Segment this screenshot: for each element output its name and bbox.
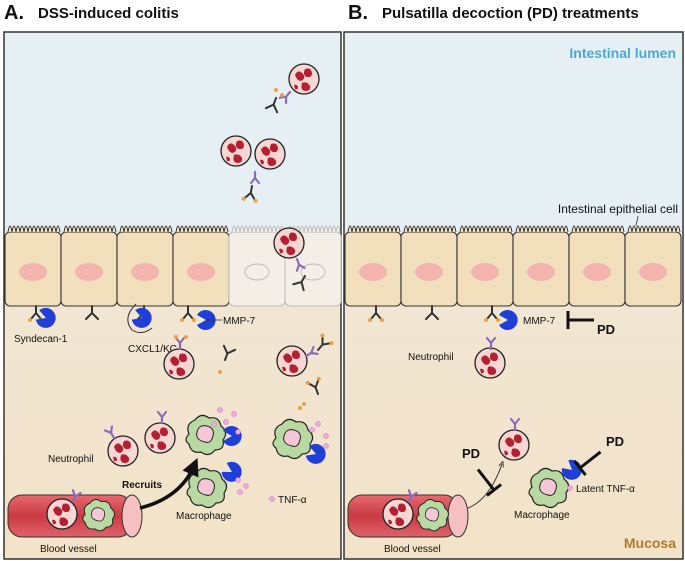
epithelial-cell-label: Intestinal epithelial cell (558, 202, 678, 216)
panel-b-blood-vessel (347, 489, 469, 538)
lumen-label: Intestinal lumen (569, 45, 676, 61)
recruits-label: Recruits (122, 480, 162, 491)
mucosa-label: Mucosa (624, 535, 676, 551)
panel-a-basal-receptors (27, 303, 222, 334)
macrophage-label-a: Macrophage (176, 511, 232, 522)
panel-b-epithelium (344, 225, 682, 307)
pd-label-1: PD (597, 322, 615, 337)
tnf-label-a: TNF-α (278, 495, 307, 506)
macrophage-label-b: Macrophage (514, 510, 570, 521)
pd-label-3: PD (606, 434, 624, 449)
panel-b-title: Pulsatilla decoction (PD) treatments (382, 5, 639, 22)
neutrophil-label-b: Neutrophil (408, 352, 454, 363)
panel-a-tnf-dots (211, 407, 329, 502)
panel-b-letter: B. (348, 2, 368, 24)
pd-label-2: PD (462, 446, 480, 461)
panel-a-lumen-neutrophils (220, 63, 320, 292)
mmp7-label-b: MMP-7 (523, 316, 556, 327)
recruits-arrow (139, 457, 199, 510)
cxcl-label: CXCL1/KC (128, 344, 177, 355)
panel-a-mucosa-cells (103, 331, 336, 509)
blood-vessel-label-a: Blood vessel (40, 544, 97, 555)
neutrophil-label-a: Neutrophil (48, 454, 94, 465)
panel-a-letter: A. (4, 2, 24, 24)
panel-a-title: DSS-induced colitis (38, 5, 179, 22)
panel-a-blood-vessel (7, 489, 143, 538)
blood-vessel-label-b: Blood vessel (384, 544, 441, 555)
latent-tnf-label: Latent TNF-α (576, 484, 635, 495)
mmp7-label-a: MMP-7 (223, 316, 256, 327)
syndecan-label: Syndecan-1 (14, 334, 68, 345)
